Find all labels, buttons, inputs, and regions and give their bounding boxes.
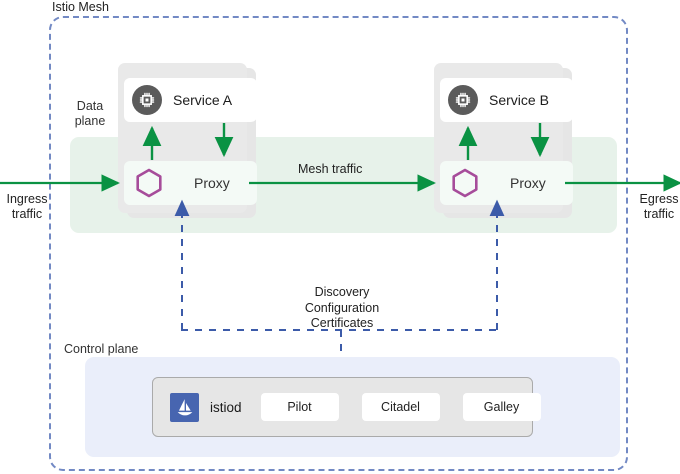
ingress-traffic-label: Ingress traffic	[0, 192, 54, 222]
service-b-card[interactable]: Service B	[440, 78, 573, 122]
istiod-container: istiod Pilot Citadel Galley	[152, 377, 541, 437]
discovery-config-certificates-label: Discovery Configuration Certificates	[287, 285, 397, 332]
data-plane-label: Data plane	[62, 99, 118, 129]
ingress-traffic-line2: traffic	[11, 207, 43, 221]
istio-mesh-boundary	[49, 16, 628, 471]
proxy-b-label: Proxy	[510, 175, 546, 191]
service-b-label: Service B	[489, 92, 549, 108]
proxy-a-card[interactable]: Proxy	[124, 161, 257, 205]
egress-traffic-line2: traffic	[643, 207, 675, 221]
component-galley[interactable]: Galley	[462, 393, 541, 421]
ingress-traffic-line1: Ingress	[6, 192, 48, 206]
egress-traffic-line1: Egress	[639, 192, 679, 206]
certificates-line: Certificates	[310, 316, 374, 330]
component-citadel[interactable]: Citadel	[361, 393, 440, 421]
cpu-chip-icon	[132, 85, 162, 115]
mesh-traffic-label: Mesh traffic	[298, 162, 363, 176]
cpu-chip-icon	[448, 85, 478, 115]
proxy-b-card[interactable]: Proxy	[440, 161, 573, 205]
discovery-line: Discovery	[314, 285, 370, 299]
control-plane-label: Control plane	[64, 342, 139, 356]
proxy-a-label: Proxy	[194, 175, 230, 191]
data-plane-label-line2: plane	[74, 114, 106, 128]
egress-traffic-label: Egress traffic	[632, 192, 680, 222]
service-a-card[interactable]: Service A	[124, 78, 257, 122]
hexagon-icon	[448, 166, 482, 200]
service-a-label: Service A	[173, 92, 233, 108]
component-pilot[interactable]: Pilot	[260, 393, 339, 421]
data-plane-label-line1: Data	[76, 99, 104, 113]
istiod-label: istiod	[210, 399, 242, 415]
sailboat-icon	[170, 392, 199, 422]
configuration-line: Configuration	[304, 300, 380, 315]
hexagon-icon	[132, 166, 166, 200]
istio-mesh-label: Istio Mesh	[48, 0, 113, 14]
